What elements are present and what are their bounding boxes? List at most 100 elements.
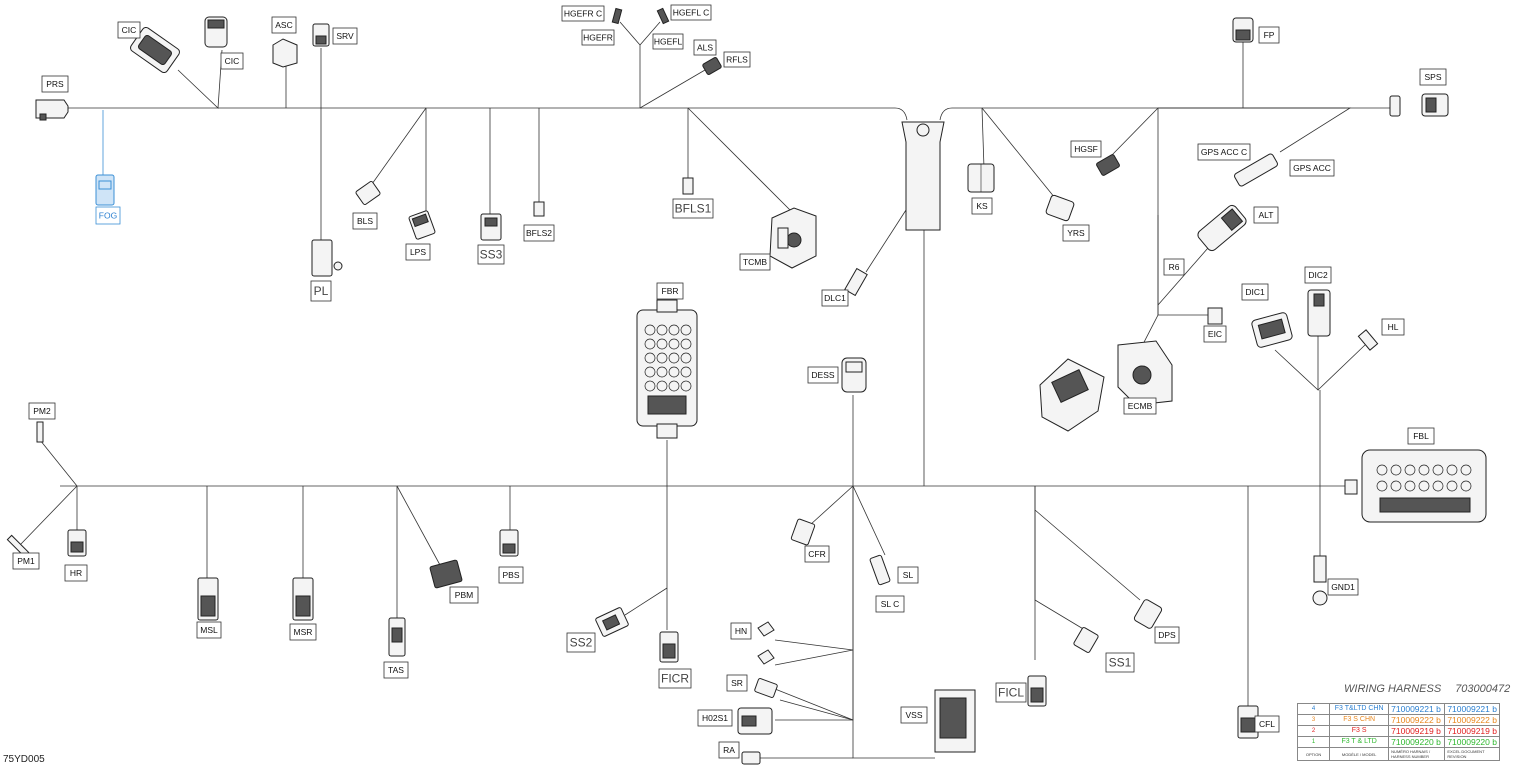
- label-rfls-text: RFLS: [726, 55, 748, 65]
- label-pbm-text: PBM: [455, 590, 473, 600]
- label-hr-text: HR: [70, 568, 82, 578]
- label-hn-text: HN: [735, 626, 747, 636]
- label-bls-text: BLS: [357, 216, 373, 226]
- main-trunks: [60, 107, 1390, 487]
- fog-connector: [95, 174, 115, 206]
- pbm-connector: [429, 559, 463, 589]
- label-hgefr-text: HGEFR: [583, 33, 613, 43]
- option-header-cell: OPTION: [1296, 747, 1331, 761]
- label-fbl-text: FBL: [1413, 431, 1429, 441]
- label-pbm: PBM: [449, 586, 479, 604]
- label-ss2: SS2: [566, 632, 596, 653]
- label-pm1-text: PM1: [17, 556, 35, 566]
- fbl-fusebox: [1344, 449, 1487, 523]
- label-msl-text: MSL: [200, 625, 218, 635]
- label-pl-text: PL: [314, 284, 329, 298]
- label-fbr: FBR: [656, 282, 684, 300]
- label-hgefl-c-text: HGEFL C: [673, 8, 710, 18]
- label-ks: KS: [971, 197, 993, 215]
- connector-labels: PRS FOG CIC CIC ASC SRV PL BLS LPS SS3 B…: [12, 4, 1447, 759]
- lps-connector: [408, 210, 436, 240]
- label-lps-text: LPS: [410, 247, 426, 257]
- document-part-number: 703000472: [1455, 683, 1511, 695]
- option-header-cell: EXCEL DOCUMENT REVISION: [1444, 747, 1500, 761]
- label-ss1-text: SS1: [1109, 656, 1132, 670]
- label-pm2-text: PM2: [33, 406, 51, 416]
- dlc1-connector: [844, 267, 868, 297]
- label-sl: SL: [897, 566, 919, 584]
- label-cic-1-text: CIC: [122, 25, 137, 35]
- label-pm1: PM1: [12, 552, 40, 570]
- ss3-connector: [480, 213, 502, 241]
- label-msr: MSR: [289, 623, 317, 641]
- label-msl: MSL: [196, 621, 222, 639]
- label-sps: SPS: [1419, 68, 1447, 86]
- splice-block: [901, 121, 945, 231]
- msl-connector: [197, 577, 219, 621]
- label-asc-text: ASC: [275, 20, 292, 30]
- dess-connector: [841, 357, 867, 393]
- label-hgefr-c-text: HGEFR C: [564, 9, 602, 19]
- label-hgsf: HGSF: [1070, 140, 1102, 158]
- option-model: F3 T & LTD: [1329, 736, 1390, 748]
- label-sr: SR: [726, 674, 748, 692]
- vss-module: [934, 689, 976, 753]
- label-tas: TAS: [383, 661, 409, 679]
- label-sl-c-text: SL C: [881, 599, 900, 609]
- drawing-code: 75YD005: [3, 754, 45, 765]
- label-dic1-text: DIC1: [1245, 287, 1265, 297]
- label-tcmb-text: TCMB: [743, 257, 767, 267]
- option-part-number-rev: 710009221 b: [1444, 703, 1500, 715]
- label-ss3: SS3: [477, 244, 505, 265]
- tas-connector: [388, 617, 406, 657]
- label-yrs-text: YRS: [1067, 228, 1085, 238]
- option-model: F3 S: [1329, 725, 1390, 737]
- label-eic: EIC: [1203, 325, 1227, 343]
- label-pm2: PM2: [28, 402, 56, 420]
- ficl-connector: [1027, 675, 1047, 707]
- cfr-connector: [790, 518, 816, 546]
- label-pbs-text: PBS: [502, 570, 519, 580]
- label-fbl: FBL: [1407, 427, 1435, 445]
- label-gps-acc-c: GPS ACC C: [1197, 143, 1251, 161]
- label-dess: DESS: [807, 366, 839, 384]
- label-gps-acc-text: GPS ACC: [1293, 163, 1331, 173]
- tcmb-connector: [769, 207, 817, 269]
- option-number: 4: [1296, 703, 1331, 715]
- label-alt: ALT: [1253, 206, 1279, 224]
- label-asc: ASC: [271, 16, 297, 34]
- option-part-number-rev: 710009220 b: [1444, 736, 1500, 748]
- label-hn: HN: [730, 622, 752, 640]
- label-fog: FOG: [95, 206, 121, 225]
- label-tcmb: TCMB: [739, 253, 771, 271]
- label-dic2: DIC2: [1304, 266, 1332, 284]
- label-sl-text: SL: [903, 570, 914, 580]
- label-fog-text: FOG: [99, 211, 117, 221]
- label-fbr-text: FBR: [662, 286, 679, 296]
- label-bfls1-text: BFLS1: [675, 202, 712, 216]
- label-dps: DPS: [1154, 626, 1180, 644]
- label-dic1: DIC1: [1241, 283, 1269, 301]
- option-number: 1: [1296, 736, 1331, 748]
- label-hgefl: HGEFL: [652, 33, 684, 50]
- eic-connector: [1207, 307, 1223, 325]
- label-sl-c: SL C: [875, 595, 905, 613]
- label-ra: RA: [718, 741, 740, 759]
- hgsf-connector: [1096, 154, 1120, 176]
- cic2-connector: [204, 16, 228, 48]
- option-header-cell: NUMÉRO HARNAIS / HARNESS NUMBER: [1388, 747, 1446, 761]
- label-prs-text: PRS: [46, 79, 64, 89]
- label-cic-2-text: CIC: [225, 56, 240, 66]
- label-gnd1-text: GND1: [1331, 582, 1355, 592]
- label-sps-text: SPS: [1424, 72, 1441, 82]
- label-vss: VSS: [900, 706, 928, 724]
- label-cic-1: CIC: [117, 21, 141, 39]
- sl-connector: [869, 554, 891, 586]
- fbr-fusebox: [636, 299, 698, 439]
- label-h02s1: H02S1: [697, 709, 733, 727]
- label-ss1: SS1: [1105, 652, 1135, 673]
- sps-connector: [1389, 93, 1449, 117]
